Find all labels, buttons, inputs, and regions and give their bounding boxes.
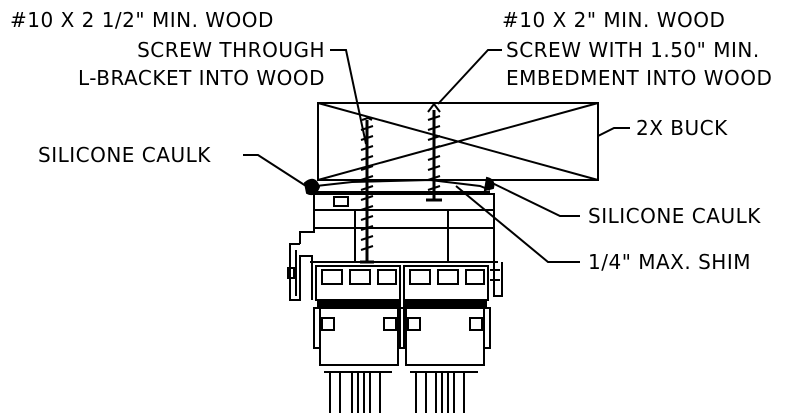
shim xyxy=(315,178,491,193)
frame-left-leg xyxy=(287,243,313,301)
label-silicone-caulk-left: SILICONE CAULK xyxy=(38,143,211,167)
sash-right xyxy=(399,265,491,413)
screw-right xyxy=(426,102,442,202)
leader-screw-right xyxy=(437,49,502,105)
screw-left xyxy=(360,116,374,264)
sash-left xyxy=(313,265,405,413)
label-screw-left-2: SCREW THROUGH xyxy=(137,38,325,62)
leader-buck xyxy=(597,127,630,137)
window-frame-head xyxy=(299,193,498,263)
label-max-shim: 1/4" MAX. SHIM xyxy=(588,250,751,274)
leader-lines xyxy=(243,49,630,263)
label-screw-right-1: #10 X 2" MIN. WOOD xyxy=(502,8,726,32)
label-2x-buck: 2X BUCK xyxy=(636,116,728,140)
label-screw-right-3: EMBEDMENT INTO WOOD xyxy=(506,66,773,90)
label-silicone-caulk-right: SILICONE CAULK xyxy=(588,204,761,228)
wood-buck xyxy=(317,102,599,181)
label-screw-left-3: L-BRACKET INTO WOOD xyxy=(77,66,325,90)
leader-shim xyxy=(455,185,580,263)
label-screw-left-1: #10 X 2 1/2" MIN. WOOD xyxy=(10,8,274,32)
leader-screw-left xyxy=(330,49,367,145)
leader-caulk-right xyxy=(485,179,580,217)
leader-caulk-left xyxy=(243,154,307,187)
label-screw-right-2: SCREW WITH 1.50" MIN. xyxy=(506,38,760,62)
frame-right-leg xyxy=(490,244,503,297)
